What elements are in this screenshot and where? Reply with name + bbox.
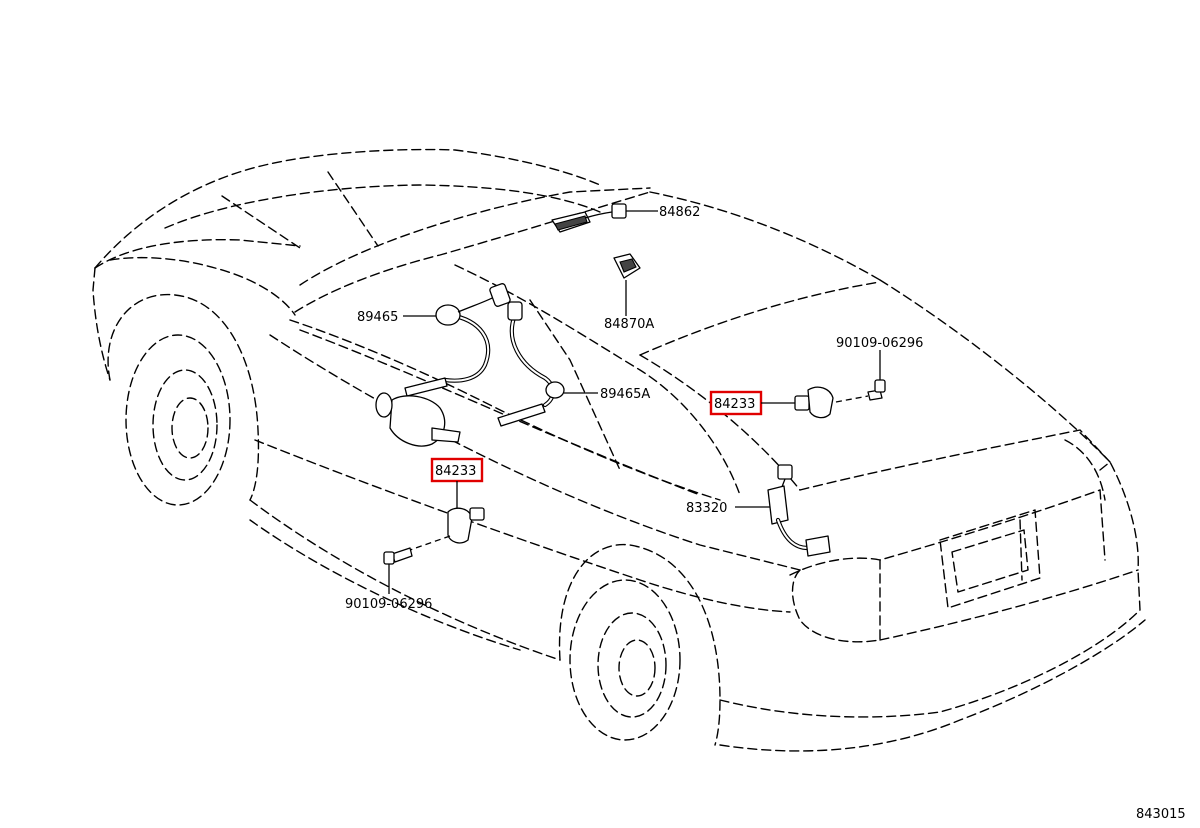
label-84233-left[interactable]: 84233 [435, 464, 476, 479]
exhaust-converter [375, 392, 461, 447]
part-84870A [613, 253, 641, 316]
part-84862 [551, 203, 658, 233]
part-89465-oxygen-sensor [403, 283, 511, 397]
label-90109-06296-left[interactable]: 90109-06296 [345, 597, 432, 612]
part-84233-left-switch [383, 457, 485, 594]
car-body-outline [92, 148, 1146, 752]
label-89465[interactable]: 89465 [357, 310, 398, 325]
part-84233-right-switch [709, 350, 886, 419]
label-83320[interactable]: 83320 [686, 501, 727, 516]
label-90109-06296-right[interactable]: 90109-06296 [836, 336, 923, 351]
label-84870A[interactable]: 84870A [604, 317, 654, 332]
part-labels: 84862 84870A 89465 89465A 90109-06296 84… [345, 205, 1186, 822]
label-84233-right[interactable]: 84233 [714, 397, 755, 412]
part-83320-sensor [735, 464, 831, 557]
part-89465A-oxygen-sensor [497, 301, 598, 427]
figure-number: 843015 [1136, 807, 1186, 822]
label-84862[interactable]: 84862 [659, 205, 700, 220]
label-89465A[interactable]: 89465A [600, 387, 650, 402]
